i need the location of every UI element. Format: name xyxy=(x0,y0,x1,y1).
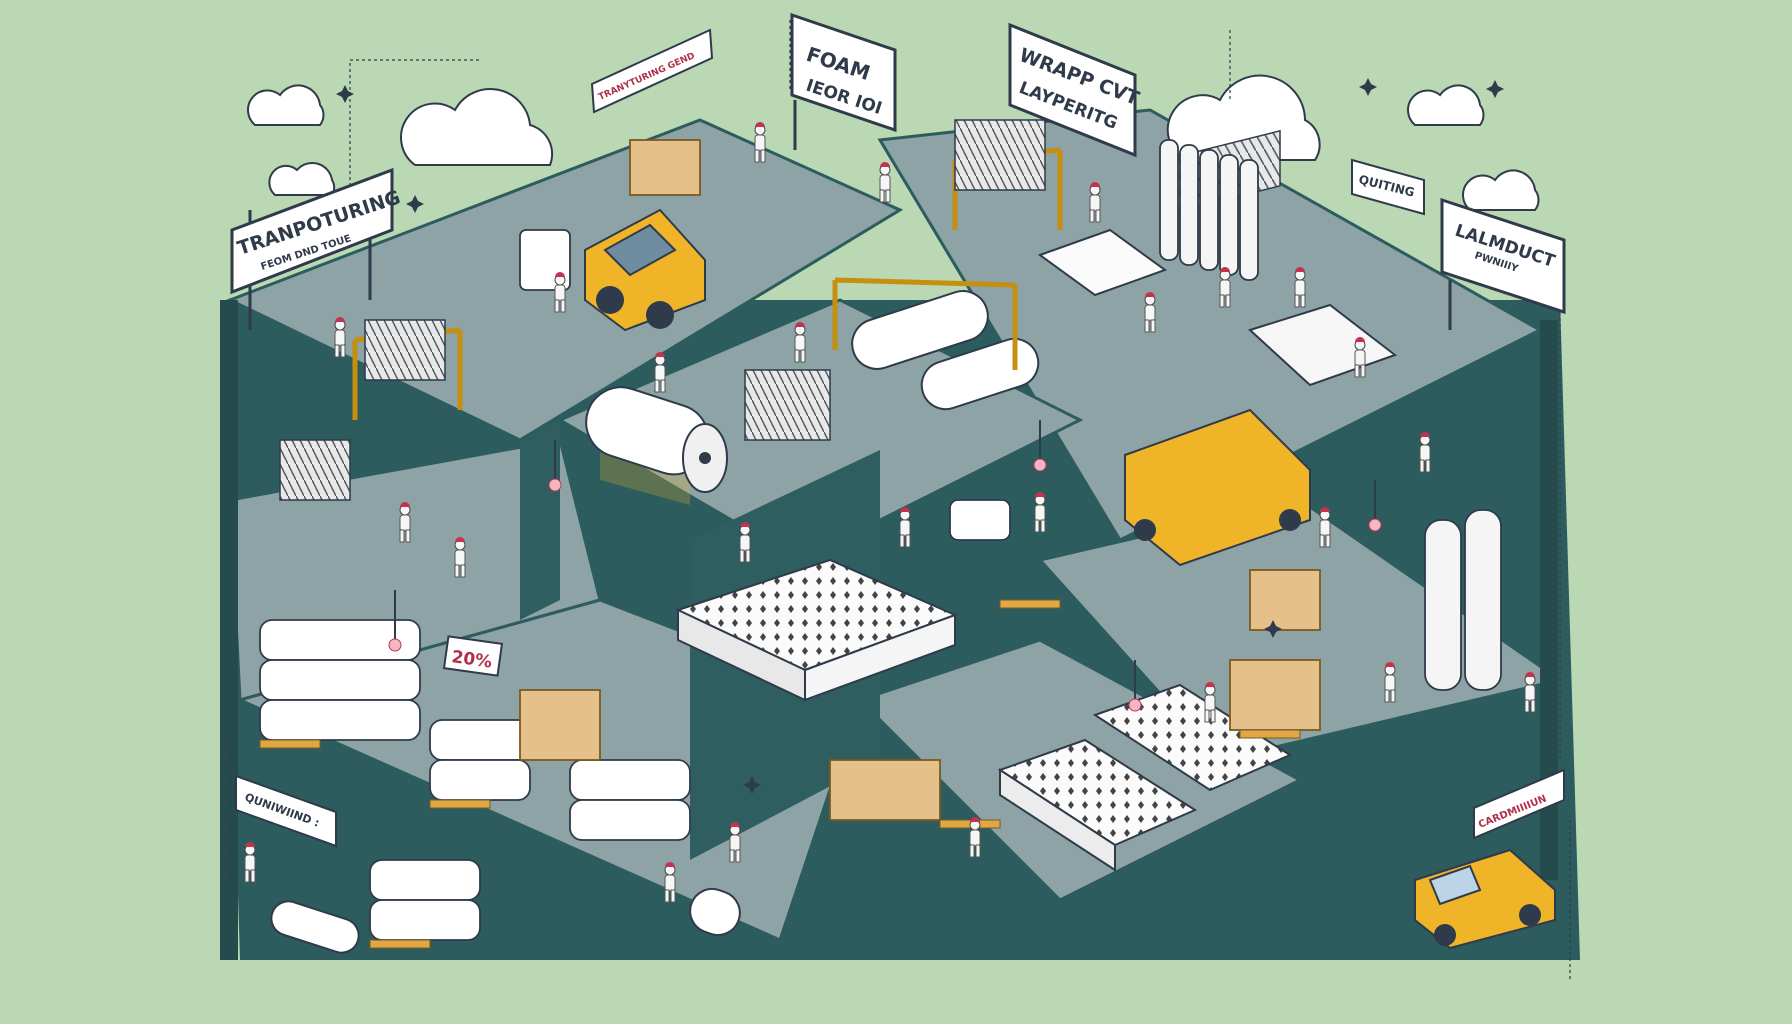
coil-units xyxy=(279,119,1046,501)
sign-wrapp: WRAPP CVT LAYPERITG xyxy=(1008,22,1142,160)
foam-stacks xyxy=(259,229,1011,941)
mattress-lower xyxy=(997,683,1293,872)
mattress-center xyxy=(675,558,958,702)
tag-percent: 20% xyxy=(442,635,504,677)
clouds xyxy=(246,74,1540,211)
foam-roll-bottom xyxy=(270,887,741,954)
delivery-truck xyxy=(1414,848,1556,950)
foam-roll-large xyxy=(585,386,728,505)
hanging-lamps xyxy=(388,420,1382,712)
yellow-forklift xyxy=(584,208,706,332)
foam-roll-center xyxy=(851,290,1040,411)
tag-right: CARDMIIIIUN xyxy=(1473,768,1565,840)
sign-foam: FOAM IEOR IOI xyxy=(790,12,897,150)
sign-quilting: QUITING xyxy=(1351,158,1425,216)
tag-top: TRANYTURING GEND xyxy=(590,28,714,114)
sparkles xyxy=(336,78,1504,794)
cardboard-boxes xyxy=(519,139,1321,821)
foam-pillars xyxy=(1159,139,1502,691)
